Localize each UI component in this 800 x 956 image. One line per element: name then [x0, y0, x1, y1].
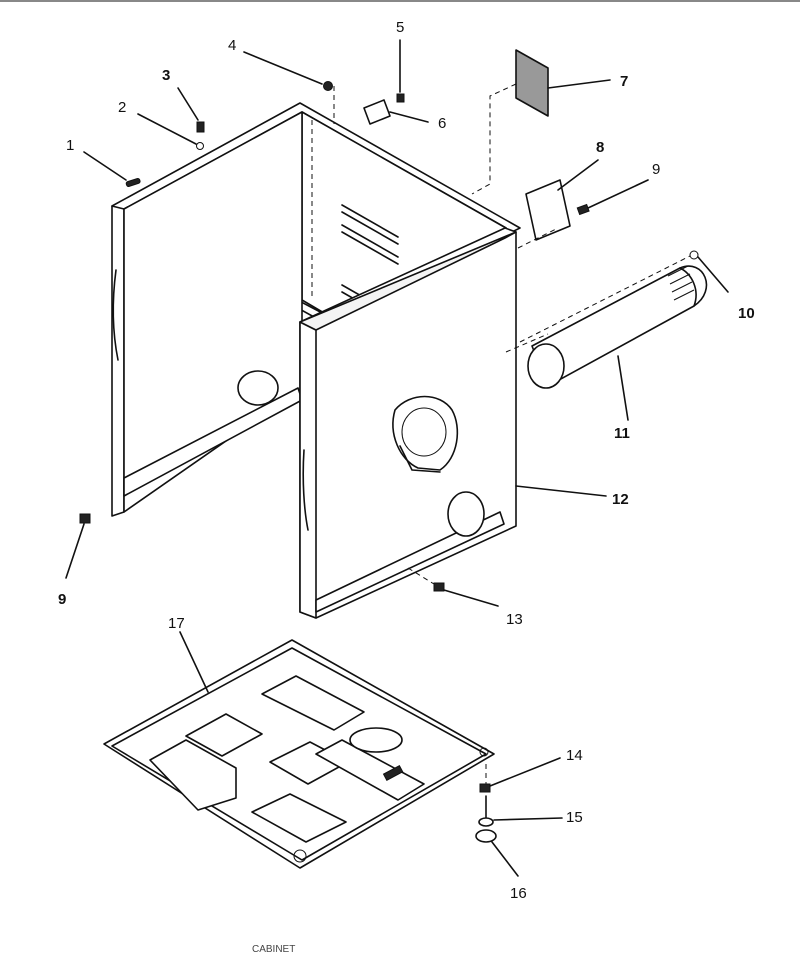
- side-panel-12-flange: [299, 321, 317, 619]
- part-14-nut: [479, 783, 491, 793]
- callout-3: 3: [162, 67, 170, 84]
- part-9-screw-lower: [79, 513, 91, 524]
- part-5-screw: [396, 93, 405, 103]
- part-7-cover: [471, 49, 549, 195]
- side-panel-bottom-rail: [315, 511, 505, 613]
- part-6-bracket: [363, 99, 391, 125]
- part-11-exhaust-duct: [505, 255, 708, 389]
- part-17-base: [103, 639, 495, 869]
- callout-13: 13: [506, 611, 523, 628]
- part-2-screw: [196, 142, 204, 150]
- base-recess-e: [315, 739, 425, 801]
- base-recess-a: [261, 675, 365, 731]
- callout-11: 11: [614, 425, 630, 442]
- base-recess-b: [185, 713, 263, 757]
- callout-15: 15: [566, 809, 583, 826]
- part-15-leveling-leg: [478, 795, 494, 827]
- part-16-foot-pad: [475, 829, 497, 843]
- callout-6: 6: [438, 115, 446, 132]
- part-1-clip: [125, 177, 141, 187]
- part-4-nut: [323, 81, 333, 91]
- callout-4: 4: [228, 37, 236, 54]
- callout-9-upper: 9: [652, 161, 660, 178]
- left-side-panel: [123, 111, 303, 513]
- base-round-recess: [349, 727, 403, 753]
- base-recess-c: [149, 739, 237, 811]
- leader-lines: [65, 39, 649, 877]
- part-13-nut: [433, 582, 445, 592]
- part-10-screw: [689, 250, 729, 293]
- left-side-edge: [111, 205, 125, 517]
- callout-5: 5: [396, 19, 404, 36]
- footer-caption: CABINET: [252, 944, 295, 955]
- callout-9-lower: 9: [58, 591, 66, 608]
- callout-labels: 1 2 3 4 5 6 7 8 9 10 11 12 9 13 17 14 15…: [58, 19, 755, 902]
- callout-12: 12: [612, 491, 629, 508]
- part-8-cover: [517, 179, 571, 249]
- part-9-screw-upper: [576, 203, 590, 216]
- base-recess-f: [251, 793, 347, 843]
- lower-cutout: [447, 491, 485, 537]
- callout-7: 7: [620, 73, 628, 90]
- callout-17: 17: [168, 615, 185, 632]
- part-3-screw: [196, 121, 205, 133]
- left-panel-hole: [237, 370, 279, 406]
- callout-16: 16: [510, 885, 527, 902]
- callout-2: 2: [118, 99, 126, 116]
- callout-10: 10: [738, 305, 755, 322]
- callout-1: 1: [66, 137, 74, 154]
- callout-14: 14: [566, 747, 583, 764]
- callout-8: 8: [596, 139, 604, 156]
- right-side-panel: [299, 227, 517, 619]
